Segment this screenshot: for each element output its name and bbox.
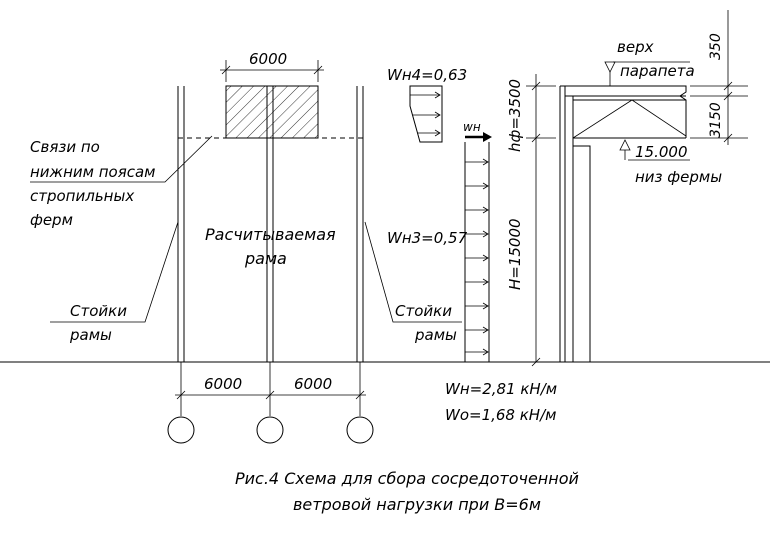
hatched-load-area xyxy=(225,85,319,139)
side-elevation xyxy=(559,85,687,362)
columns-right-label-1: Стойки xyxy=(395,302,452,320)
columns-left-label-1: Стойки xyxy=(70,302,127,320)
wind-wo-label: Wо=1,68 кН/м xyxy=(445,406,556,424)
wn-label: wн xyxy=(463,120,481,134)
columns-right-label-2: рамы xyxy=(414,326,457,344)
columns-left-label-2: рамы xyxy=(69,326,112,344)
parapet-wind-diagram xyxy=(409,85,443,143)
top-label-2: парапета xyxy=(620,62,695,80)
vertical-dimension xyxy=(526,74,556,367)
dim-bottom xyxy=(175,362,366,416)
dim-350-label: 350 xyxy=(708,33,724,60)
concentrated-force-arrowhead xyxy=(483,132,492,142)
parapet-top-marker xyxy=(604,61,616,73)
level-15000-label: 15.000 xyxy=(635,143,688,161)
right-dimension xyxy=(690,10,748,145)
wh4-label: Wн4=0,63 xyxy=(387,66,467,84)
axis-circle-2 xyxy=(256,416,284,444)
dim-bottom-left-label: 6000 xyxy=(204,375,242,393)
dim-3150-label: 3150 xyxy=(708,102,724,138)
caption-line-2: ветровой нагрузки при B=6м xyxy=(293,495,541,514)
wall-wind-diagram xyxy=(464,142,490,362)
caption-line-1: Рис.4 Схема для сбора сосредоточенной xyxy=(235,469,579,488)
bracing-leader xyxy=(30,135,213,183)
bracing-label-2: нижним поясам xyxy=(30,163,155,181)
dim-top xyxy=(220,60,324,82)
bracing-label-3: стропильных xyxy=(30,187,134,205)
top-label-1: верх xyxy=(617,38,654,56)
axis-circle-3 xyxy=(346,416,374,444)
columns-right-leader xyxy=(364,221,462,323)
dim-bottom-right-label: 6000 xyxy=(294,375,332,393)
level-marker xyxy=(619,139,631,151)
columns-left-leader xyxy=(50,221,179,323)
wind-wh-label: Wн=2,81 кН/м xyxy=(445,380,557,398)
H-label: H=15000 xyxy=(506,218,524,290)
dim-top-label: 6000 xyxy=(249,50,287,68)
axis-circle-1 xyxy=(167,416,195,444)
bracing-label-1: Связи по xyxy=(30,138,100,156)
wh3-label: Wн3=0,57 xyxy=(387,229,468,247)
truss-bottom-label: низ фермы xyxy=(635,168,722,186)
hf-label: hф=3500 xyxy=(506,79,524,152)
design-frame-label-1: Расчитываемая xyxy=(205,225,336,244)
design-frame-label-2: рама xyxy=(244,249,287,268)
bracing-label-4: ферм xyxy=(30,211,73,229)
